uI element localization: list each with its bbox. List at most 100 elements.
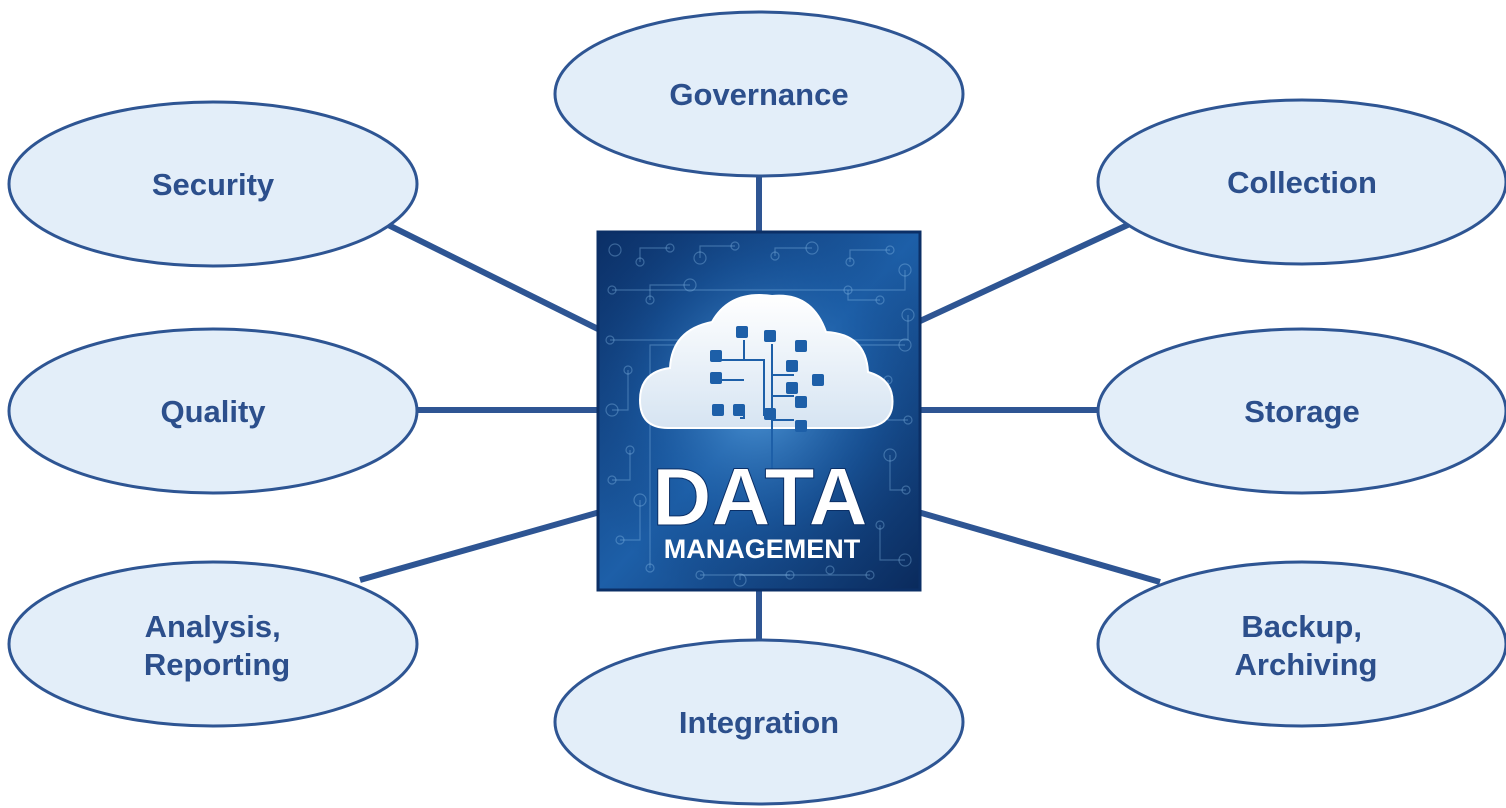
data-tree-icon [710, 326, 824, 470]
node-integration: Integration [553, 638, 965, 806]
circuit-node [615, 535, 625, 545]
circuit-node [625, 445, 635, 455]
tree-node [764, 330, 776, 342]
circuit-trace [889, 455, 906, 491]
tree-node [710, 372, 722, 384]
tree-node [733, 404, 745, 416]
connector-security [356, 207, 602, 333]
node-analysis-reporting-line-2: Reporting [144, 647, 290, 682]
circuit-node [645, 563, 655, 573]
node-backup-archiving-line-2: Archiving [1235, 647, 1378, 682]
node-security-ellipse [7, 100, 419, 268]
tree-node [712, 404, 724, 416]
center-subtitle: MANAGEMENT [664, 534, 861, 564]
tree-node [812, 374, 824, 386]
circuit-node [665, 243, 675, 253]
circuit-node [770, 251, 780, 261]
circuit-trace [739, 574, 790, 580]
node-governance: Governance [553, 10, 965, 178]
node-integration-ellipse [553, 638, 965, 806]
circuit-node [607, 475, 617, 485]
circuit-trace [774, 247, 812, 256]
circuit-node [901, 485, 911, 495]
node-quality-label: Quality [160, 394, 266, 429]
connector-collection [916, 207, 1162, 325]
connector-lines [356, 150, 1162, 668]
circuit-trace [849, 249, 890, 262]
circuit-node [645, 295, 655, 305]
circuit-node [693, 251, 707, 265]
circuit-node [875, 295, 885, 305]
tree-node [795, 420, 807, 432]
circuit-node [635, 257, 645, 267]
node-backup-archiving-line-1: Backup, [1241, 609, 1362, 644]
circuit-node [683, 278, 697, 292]
node-governance-label: Governance [669, 77, 848, 112]
node-quality: Quality [7, 327, 419, 495]
node-backup-archiving: Backup, Archiving [1096, 560, 1506, 728]
node-analysis-reporting-line-1: Analysis, [145, 609, 281, 644]
circuit-node [733, 573, 747, 587]
node-backup-archiving-label: Backup, Archiving [1235, 609, 1378, 682]
tree-node [795, 396, 807, 408]
node-integration-line-1: Integration [679, 705, 839, 740]
circuit-node [605, 403, 619, 417]
node-backup-archiving-ellipse [1096, 560, 1506, 728]
topic-nodes: Governance Security Collection Quality [7, 10, 1506, 806]
node-collection: Collection [1096, 98, 1506, 266]
data-management-image: DATA MANAGEMENT [596, 230, 922, 592]
node-security-label: Security [152, 167, 275, 202]
node-quality-ellipse [7, 327, 419, 495]
node-collection-ellipse [1096, 98, 1506, 266]
circuit-trace [620, 500, 641, 541]
circuit-trace [649, 284, 690, 300]
circuit-node [901, 308, 915, 322]
tree-node [710, 350, 722, 362]
circuit-node [608, 243, 622, 257]
node-collection-label: Collection [1227, 165, 1377, 200]
node-storage-ellipse [1096, 327, 1506, 495]
connector-analysis-reporting [359, 509, 601, 583]
node-storage-label: Storage [1244, 394, 1359, 429]
circuit-node [898, 338, 912, 352]
circuit-node [825, 565, 835, 575]
circuit-trace [639, 247, 670, 262]
circuit-trace [612, 450, 631, 481]
cloud-shape [638, 294, 894, 429]
circuit-node [898, 553, 912, 567]
cloud-network-icon [638, 294, 894, 470]
tree-node [786, 382, 798, 394]
node-collection-line-1: Collection [1227, 165, 1377, 200]
circuit-node [605, 335, 615, 345]
node-quality-line-1: Quality [160, 394, 266, 429]
circuit-trace [612, 270, 906, 291]
circuit-node [875, 520, 885, 530]
tree-node [764, 408, 776, 420]
tree-branch [743, 340, 765, 416]
node-analysis-reporting-ellipse [7, 560, 419, 728]
center-title: DATA [652, 452, 868, 543]
circuit-node [607, 285, 617, 295]
circuit-trace [612, 370, 629, 411]
circuit-node [898, 263, 912, 277]
circuit-node [785, 570, 795, 580]
circuit-trace [699, 245, 735, 258]
circuit-node [845, 257, 855, 267]
node-analysis-reporting: Analysis, Reporting [7, 560, 419, 728]
circuit-node [903, 415, 913, 425]
node-storage-line-1: Storage [1244, 394, 1359, 429]
circuit-node [883, 448, 897, 462]
circuit-node [865, 570, 875, 580]
circuit-trace [847, 290, 880, 301]
tree-node [786, 360, 798, 372]
node-integration-label: Integration [679, 705, 839, 740]
node-governance-line-1: Governance [669, 77, 848, 112]
tree-node [795, 340, 807, 352]
node-storage: Storage [1096, 327, 1506, 495]
node-security-line-1: Security [152, 167, 275, 202]
circuit-node [730, 241, 740, 251]
node-security: Security [7, 100, 419, 268]
node-analysis-reporting-label: Analysis, Reporting [144, 609, 290, 682]
